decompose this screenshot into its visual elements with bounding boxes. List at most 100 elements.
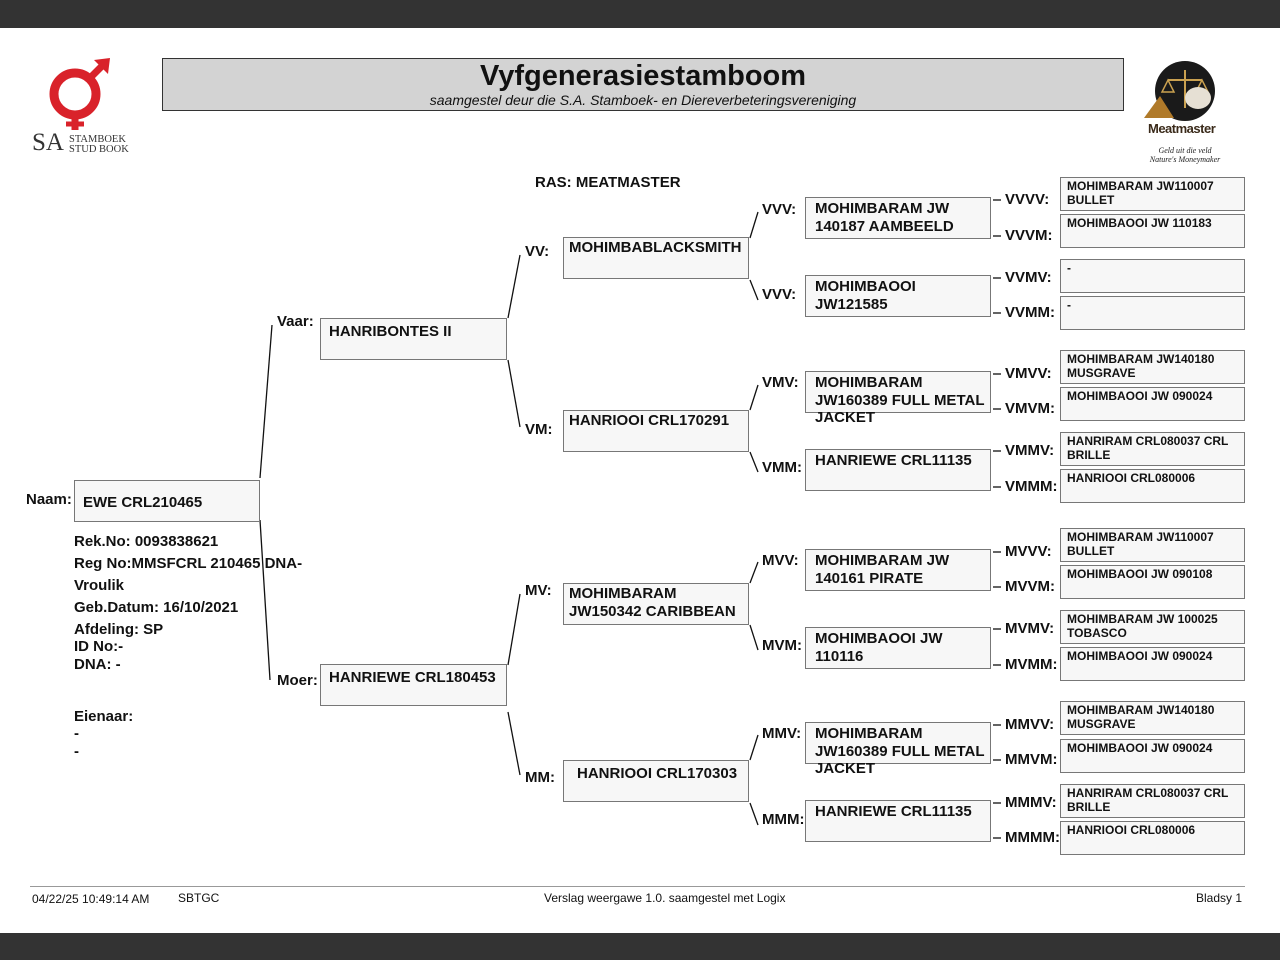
owner-label: Eienaar: (74, 708, 134, 725)
footer-org: SBTGC (178, 891, 220, 905)
vmv-box: MOHIMBARAM JW160389 FULL METAL JACKET (805, 371, 991, 426)
vmm-box: HANRIEWE CRL11135 (805, 449, 991, 491)
vvmm-box: - (1060, 296, 1245, 330)
label-mvm: MVM: (762, 637, 802, 654)
mvv-box: MOHIMBARAM JW 140161 PIRATE (805, 549, 991, 591)
line-vv (507, 254, 521, 319)
logo-sa-text: SA (32, 129, 64, 156)
meatmaster-logo: Meatmaster Geld uit die veld Nature's Mo… (1138, 58, 1228, 168)
mvmv-box: MOHIMBARAM JW 100025 TOBASCO (1060, 610, 1245, 644)
name-label: Naam: (26, 491, 72, 508)
line-mmm (749, 802, 759, 826)
studbook-symbol-icon (49, 58, 110, 130)
label-mmmv: MMMV: (1005, 794, 1057, 811)
label-vvvv: VVVV: (1005, 191, 1050, 208)
label-mmvv: MMVV: (1005, 716, 1055, 733)
vvvv-box: MOHIMBARAM JW110007 BULLET (1060, 177, 1245, 211)
mmvv-box: MOHIMBARAM JW140180 MUSGRAVE (1060, 701, 1245, 735)
sire-box: HANRIBONTES II (320, 318, 507, 360)
line-vmv (749, 384, 759, 411)
label-vmmv: VMMV: (1005, 442, 1055, 459)
vmmv-box: HANRIRAM CRL080037 CRL BRILLE (1060, 432, 1245, 466)
tagline-afrikaans: Geld uit die veld (1158, 146, 1212, 155)
vm-box: HANRIOOI CRL170291 (563, 410, 749, 452)
bottom-dark-bar (0, 933, 1280, 960)
label-mmm: MMM: (762, 811, 805, 828)
line-mv (507, 593, 521, 666)
line-to-sire (259, 324, 273, 479)
label-mv: MV: (525, 582, 552, 599)
mvm-box: MOHIMBAOOI JW 110116 (805, 627, 991, 669)
dna: DNA: - (74, 656, 121, 673)
line-mvv (749, 561, 759, 584)
footer-timestamp: 04/22/25 10:49:14 AM (32, 892, 150, 906)
page-title: Vyfgenerasiestamboom (479, 60, 807, 92)
label-vmmm: VMMM: (1005, 478, 1058, 495)
label-mvmm: MVMM: (1005, 656, 1058, 673)
label-vmm: VMM: (762, 459, 802, 476)
mmmm-box: HANRIOOI CRL080006 (1060, 821, 1245, 855)
vvv-box: MOHIMBARAM JW 140187 AAMBEELD (805, 197, 991, 239)
vvm-box: MOHIMBAOOI JW121585 (805, 275, 991, 317)
top-dark-bar (0, 0, 1280, 28)
line-vmm (749, 451, 759, 473)
label-vv: VV: (525, 243, 550, 260)
division: Afdeling: SP (74, 621, 164, 638)
footer-version: Verslag weergawe 1.0. saamgestel met Log… (544, 891, 786, 905)
label-vm: VM: (525, 421, 553, 438)
label-vvmv: VVMV: (1005, 269, 1052, 286)
label-mmv: MMV: (762, 725, 802, 742)
line-vvv (749, 211, 759, 239)
label-vmvv: VMVV: (1005, 365, 1052, 382)
sex: Vroulik (74, 577, 125, 594)
title-banner: Vyfgenerasiestamboom saamgestel deur die… (162, 58, 1124, 111)
vvvm-box: MOHIMBAOOI JW 110183 (1060, 214, 1245, 248)
breed-label: RAS: MEATMASTER (535, 174, 681, 191)
id-no: ID No:- (74, 638, 124, 655)
sa-studbook-logo: SA STAMBOEK STUD BOOK (30, 56, 140, 156)
birth-date: Geb.Datum: 16/10/2021 (74, 599, 239, 616)
logo-studbook-en-text: STUD BOOK (69, 144, 129, 155)
label-vvvm: VVVM: (1005, 227, 1053, 244)
label-vmv: VMV: (762, 374, 799, 391)
meatmaster-brand-text: Meatmaster (1148, 121, 1216, 136)
mvvv-box: MOHIMBARAM JW110007 BULLET (1060, 528, 1245, 562)
vvmv-box: - (1060, 259, 1245, 293)
label-mvvv: MVVV: (1005, 543, 1052, 560)
mvmm-box: MOHIMBAOOI JW 090024 (1060, 647, 1245, 681)
line-mvm (749, 624, 759, 651)
line-to-dam (259, 519, 271, 681)
reg-no: Reg No:MMSFCRL 210465 DNA- (74, 555, 303, 572)
owner-line-1: - (74, 725, 79, 742)
mmvm-box: MOHIMBAOOI JW 090024 (1060, 739, 1245, 773)
label-mvv: MVV: (762, 552, 799, 569)
label-mm: MM: (525, 769, 555, 786)
scale-emblem-icon (1144, 61, 1215, 121)
rek-no: Rek.No: 0093838621 (74, 533, 219, 550)
tagline-english: Nature's Moneymaker (1149, 155, 1221, 164)
label-vmvm: VMVM: (1005, 400, 1055, 417)
label-vvmm: VVMM: (1005, 304, 1055, 321)
mm-box: HANRIOOI CRL170303 (563, 760, 749, 802)
mv-box: MOHIMBARAM JW150342 CARIBBEAN (563, 583, 749, 625)
label-mmvm: MMVM: (1005, 751, 1058, 768)
mvvm-box: MOHIMBAOOI JW 090108 (1060, 565, 1245, 599)
vmmm-box: HANRIOOI CRL080006 (1060, 469, 1245, 503)
mmv-box: MOHIMBARAM JW160389 FULL METAL JACKET (805, 722, 991, 777)
footer-page: Bladsy 1 (1196, 891, 1243, 905)
mmm-box: HANRIEWE CRL11135 (805, 800, 991, 842)
logo-stamboek-text: STAMBOEK (69, 134, 126, 145)
mmmv-box: HANRIRAM CRL080037 CRL BRILLE (1060, 784, 1245, 818)
line-mm (507, 711, 521, 776)
logo-studbook-text: STAMBOEK STUD BOOK (69, 134, 129, 155)
label-mmmm: MMMM: (1005, 829, 1060, 846)
vv-box: MOHIMBABLACKSMITH (563, 237, 749, 279)
line-vm (507, 359, 521, 428)
line-mmv (749, 734, 759, 761)
line-vvm (749, 279, 759, 301)
vmvv-box: MOHIMBARAM JW140180 MUSGRAVE (1060, 350, 1245, 384)
label-dam: Moer: (277, 672, 318, 689)
label-vvm: VVV: (762, 286, 797, 303)
label-mvmv: MVMV: (1005, 620, 1055, 637)
subject-animal-box: EWE CRL210465 (74, 480, 260, 522)
